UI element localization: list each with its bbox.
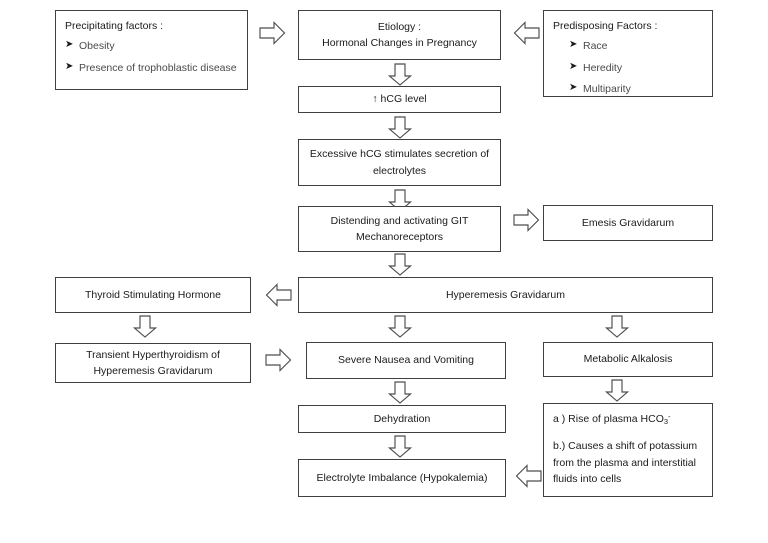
alkalosis-effect-b: b.) Causes a shift of potassium from the… xyxy=(553,438,703,487)
node-dehydration[interactable]: Dehydration xyxy=(298,405,506,433)
list-item: ➤ Multiparity xyxy=(553,81,703,97)
list-item-label: Race xyxy=(583,40,608,53)
predisposing-factors-list: ➤ Race ➤ Heredity ➤ Multiparity xyxy=(553,38,703,97)
distending-git-line-1: Distending and activating GIT xyxy=(330,214,469,227)
arrow-right-precipitating-to-etiology xyxy=(259,21,286,45)
etiology-line-2: Hormonal Changes in Pregnancy xyxy=(322,37,477,49)
hcg-level-label: ↑ hCG level xyxy=(372,93,427,106)
dehydration-label: Dehydration xyxy=(373,412,431,425)
arrow-left-hyperemesis-to-tsh xyxy=(265,283,292,307)
alkalosis-effect-a-text: a ) Rise of plasma HCO xyxy=(553,413,664,426)
chevron-bullet-icon: ➤ xyxy=(65,39,74,51)
electrolyte-imbalance-label: Electrolyte Imbalance (Hypokalemia) xyxy=(316,471,488,484)
thyroid-stimulating-hormone-label: Thyroid Stimulating Hormone xyxy=(85,288,221,301)
list-item-label: Obesity xyxy=(79,40,115,53)
node-hyperemesis-gravidarum[interactable]: Hyperemesis Gravidarum xyxy=(298,277,713,313)
alkalosis-effect-b-line-2: from the plasma and interstitial xyxy=(553,456,696,469)
distending-git-line-2: Mechanoreceptors xyxy=(356,231,443,243)
arrow-left-predisposing-to-etiology xyxy=(513,21,540,45)
list-item-label: Multiparity xyxy=(583,82,631,95)
list-item: ➤ Presence of trophoblastic disease xyxy=(65,60,238,76)
transient-hyperthyroidism-line-1: Transient Hyperthyroidism of xyxy=(86,348,220,361)
arrow-down-etiology-to-hcg xyxy=(388,63,412,86)
list-item: ➤ Heredity xyxy=(553,60,703,76)
excessive-hcg-line-2: electrolytes xyxy=(372,164,427,177)
arrow-down-nausea-to-dehydration xyxy=(388,381,412,404)
arrow-right-distending-to-emesis xyxy=(513,208,540,232)
list-item-label: Presence of trophoblastic disease xyxy=(79,61,237,74)
node-transient-hyperthyroidism[interactable]: Transient Hyperthyroidism of Hyperemesis… xyxy=(55,343,251,383)
etiology-line-1: Etiology : xyxy=(377,20,422,33)
alkalosis-effect-b-line-1: b.) Causes a shift of potassium xyxy=(553,440,698,453)
precipitating-factors-title: Precipitating factors : xyxy=(65,20,164,32)
node-precipitating-factors[interactable]: Precipitating factors : ➤ Obesity ➤ Pres… xyxy=(55,10,248,90)
hco3-subscript: 3 xyxy=(663,416,669,426)
arrow-down-distending-to-hyperemesis xyxy=(388,253,412,276)
list-item: ➤ Race xyxy=(553,38,703,54)
arrow-down-hyperemesis-to-alkalosis xyxy=(605,315,629,338)
node-severe-nausea-vomiting[interactable]: Severe Nausea and Vomiting xyxy=(306,342,506,379)
list-item: ➤ Obesity xyxy=(65,38,238,54)
node-predisposing-factors[interactable]: Predisposing Factors : ➤ Race ➤ Heredity… xyxy=(543,10,713,97)
emesis-gravidarum-label: Emesis Gravidarum xyxy=(581,216,675,229)
precipitating-factors-list: ➤ Obesity ➤ Presence of trophoblastic di… xyxy=(65,38,238,76)
node-hcg-level[interactable]: ↑ hCG level xyxy=(298,86,501,113)
node-alkalosis-effects[interactable]: a ) Rise of plasma HCO3- b.) Causes a sh… xyxy=(543,403,713,497)
list-item-label: Heredity xyxy=(583,61,623,74)
node-emesis-gravidarum[interactable]: Emesis Gravidarum xyxy=(543,205,713,241)
alkalosis-effect-b-line-3: fluids into cells xyxy=(553,472,622,485)
chevron-bullet-icon: ➤ xyxy=(569,81,578,93)
arrow-left-effects-to-electrolyte xyxy=(515,464,542,488)
hyperemesis-gravidarum-label: Hyperemesis Gravidarum xyxy=(445,288,566,301)
arrow-down-tsh-to-transient xyxy=(133,315,157,338)
node-excessive-hcg[interactable]: Excessive hCG stimulates secretion of el… xyxy=(298,139,501,186)
node-etiology[interactable]: Etiology : Hormonal Changes in Pregnancy xyxy=(298,10,501,60)
arrow-down-dehydration-to-electrolyte xyxy=(388,435,412,458)
metabolic-alkalosis-label: Metabolic Alkalosis xyxy=(583,353,673,366)
node-electrolyte-imbalance[interactable]: Electrolyte Imbalance (Hypokalemia) xyxy=(298,459,506,497)
chevron-bullet-icon: ➤ xyxy=(569,39,578,51)
arrow-right-transient-to-nausea xyxy=(265,348,292,372)
arrow-down-hcg-to-excessive xyxy=(388,116,412,139)
chevron-bullet-icon: ➤ xyxy=(65,60,74,72)
chevron-bullet-icon: ➤ xyxy=(569,60,578,72)
arrow-down-alkalosis-to-effects xyxy=(605,379,629,402)
excessive-hcg-line-1: Excessive hCG stimulates secretion of xyxy=(309,148,490,161)
transient-hyperthyroidism-line-2: Hyperemesis Gravidarum xyxy=(93,365,213,377)
node-metabolic-alkalosis[interactable]: Metabolic Alkalosis xyxy=(543,342,713,377)
predisposing-factors-title: Predisposing Factors : xyxy=(553,20,658,32)
node-distending-git[interactable]: Distending and activating GIT Mechanorec… xyxy=(298,206,501,252)
hco3-superscript-minus: - xyxy=(668,412,671,421)
arrow-down-hyperemesis-to-nausea xyxy=(388,315,412,338)
severe-nausea-vomiting-label: Severe Nausea and Vomiting xyxy=(337,354,474,367)
alkalosis-effect-a: a ) Rise of plasma HCO3- xyxy=(553,411,703,427)
node-thyroid-stimulating-hormone[interactable]: Thyroid Stimulating Hormone xyxy=(55,277,251,313)
